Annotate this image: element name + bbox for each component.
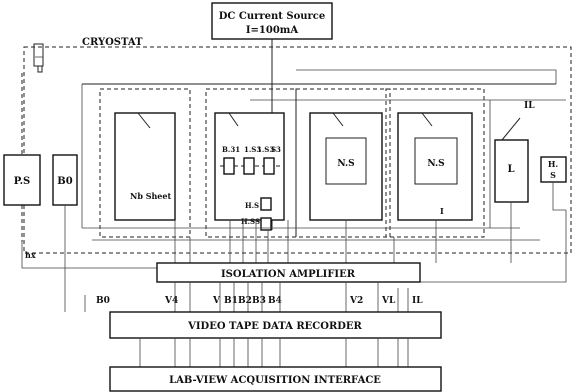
probe-s3a-label: 1.S3 [244, 145, 261, 154]
channel-v: V [212, 296, 221, 306]
isolation-amplifier-label: ISOLATION AMPLIFIER [221, 269, 356, 280]
hs-box [540, 156, 567, 183]
channel-b1: B1 [224, 296, 238, 306]
channel-v2: V2 [349, 296, 363, 306]
b0-box [52, 154, 78, 206]
ns-sample-1 [309, 112, 383, 221]
dc-current-source-title: DC Current Source [219, 11, 326, 22]
probe-s3a [243, 157, 255, 175]
channel-b2: B2 [238, 296, 252, 306]
labview-acquisition-interface-label: LAB-VIEW ACQUISITION INTERFACE [169, 375, 381, 386]
l-box-lead [501, 117, 521, 141]
probe-s3c-label: S3 [271, 145, 281, 154]
top-wire-upper [296, 69, 557, 84]
nb-sheet-label: Nb Sheet [130, 191, 171, 201]
hall-sensor-a-label: H.S [245, 201, 259, 210]
interface-input-wires [139, 338, 409, 367]
ps-box [3, 154, 41, 206]
dc-current-source-box [211, 2, 333, 40]
ns-sample-1-label: N.S [337, 159, 354, 169]
channel-vl: VL [381, 296, 396, 306]
ns2-loop [385, 88, 485, 238]
channel-labels: B0 V4 V B1 B2 B3 B4 V2 VL IL [96, 296, 423, 306]
ns-sample-2 [397, 112, 473, 221]
terminal-lead [37, 66, 43, 73]
video-tape-recorder-label: VIDEO TAPE DATA RECORDER [187, 321, 362, 332]
isolation-amplifier [156, 262, 421, 283]
probe-s3b-label: 1.S3 [257, 145, 274, 154]
cryostat-boundary [23, 46, 572, 254]
channel-b4: B4 [268, 296, 282, 306]
hall-sensor-b [260, 217, 272, 231]
il-top-label: IL [524, 101, 535, 111]
nb-sheet-cut [137, 112, 151, 129]
l-box [494, 139, 529, 203]
b3-sample-cut [228, 112, 239, 127]
ns-sample-1-inner [325, 137, 367, 185]
hs-lead [552, 182, 566, 211]
hall-sensor-b-label: H.SS [241, 217, 260, 226]
ns1-loop [295, 88, 391, 238]
current-label: I [440, 206, 444, 216]
ns-sample-2-inner [414, 137, 458, 185]
recorder-input-wires [64, 282, 409, 312]
channel-v4: V4 [164, 296, 178, 306]
dc-current-source-value: I=100mA [246, 25, 299, 36]
ns-sample-2-cut [421, 112, 433, 127]
labview-acquisition-interface [109, 366, 442, 392]
probe-b31 [223, 157, 235, 175]
ns-sample-2-label: N.S [427, 159, 444, 169]
ns-sample-1-cut [332, 112, 344, 127]
ps-label: P.S [14, 176, 31, 187]
hs-box-bottom-label: S [550, 170, 556, 180]
hx-label: hx [25, 250, 36, 260]
amp-input-wires [21, 202, 567, 285]
b0-box-label: B0 [57, 176, 72, 187]
probe-b31-label: B.31 [222, 145, 240, 154]
hs-box-top-label: H. [548, 159, 559, 169]
channel-b0: B0 [96, 296, 110, 306]
channel-b3: B3 [252, 296, 266, 306]
video-tape-recorder [109, 311, 442, 339]
nb-sheet-loop [99, 88, 191, 238]
l-box-label: L [507, 164, 514, 175]
probe-s3b [263, 157, 275, 175]
cryostat-label: CRYOSTAT [82, 37, 143, 48]
hall-sensor-a [260, 197, 272, 211]
channel-il: IL [412, 296, 423, 306]
nb-sheet-sample [114, 112, 176, 221]
